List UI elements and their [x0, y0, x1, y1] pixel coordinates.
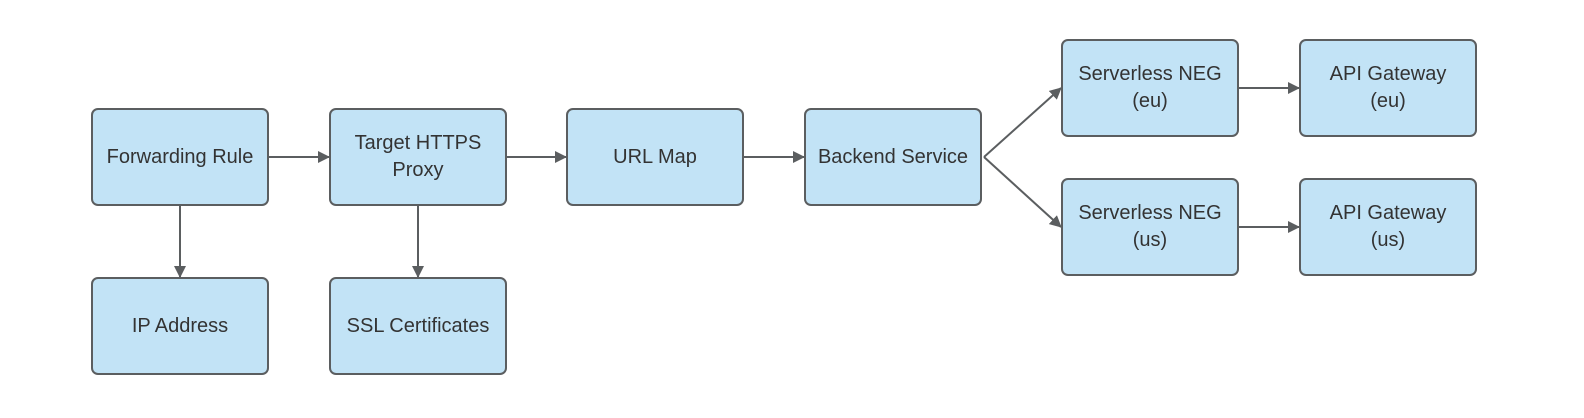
node-backend-service: Backend Service	[804, 108, 982, 206]
node-forwarding-rule: Forwarding Rule	[91, 108, 269, 206]
edge-backend-service-to-serverless-neg-us	[983, 156, 1062, 228]
node-ip-address: IP Address	[91, 277, 269, 375]
node-serverless-neg-eu: Serverless NEG (eu)	[1061, 39, 1239, 137]
node-url-map: URL Map	[566, 108, 744, 206]
node-api-gateway-eu: API Gateway (eu)	[1299, 39, 1477, 137]
edge-backend-service-to-serverless-neg-eu	[983, 87, 1062, 158]
node-target-https-proxy: Target HTTPS Proxy	[329, 108, 507, 206]
node-ssl-certificates: SSL Certificates	[329, 277, 507, 375]
node-serverless-neg-us: Serverless NEG (us)	[1061, 178, 1239, 276]
node-api-gateway-us: API Gateway (us)	[1299, 178, 1477, 276]
